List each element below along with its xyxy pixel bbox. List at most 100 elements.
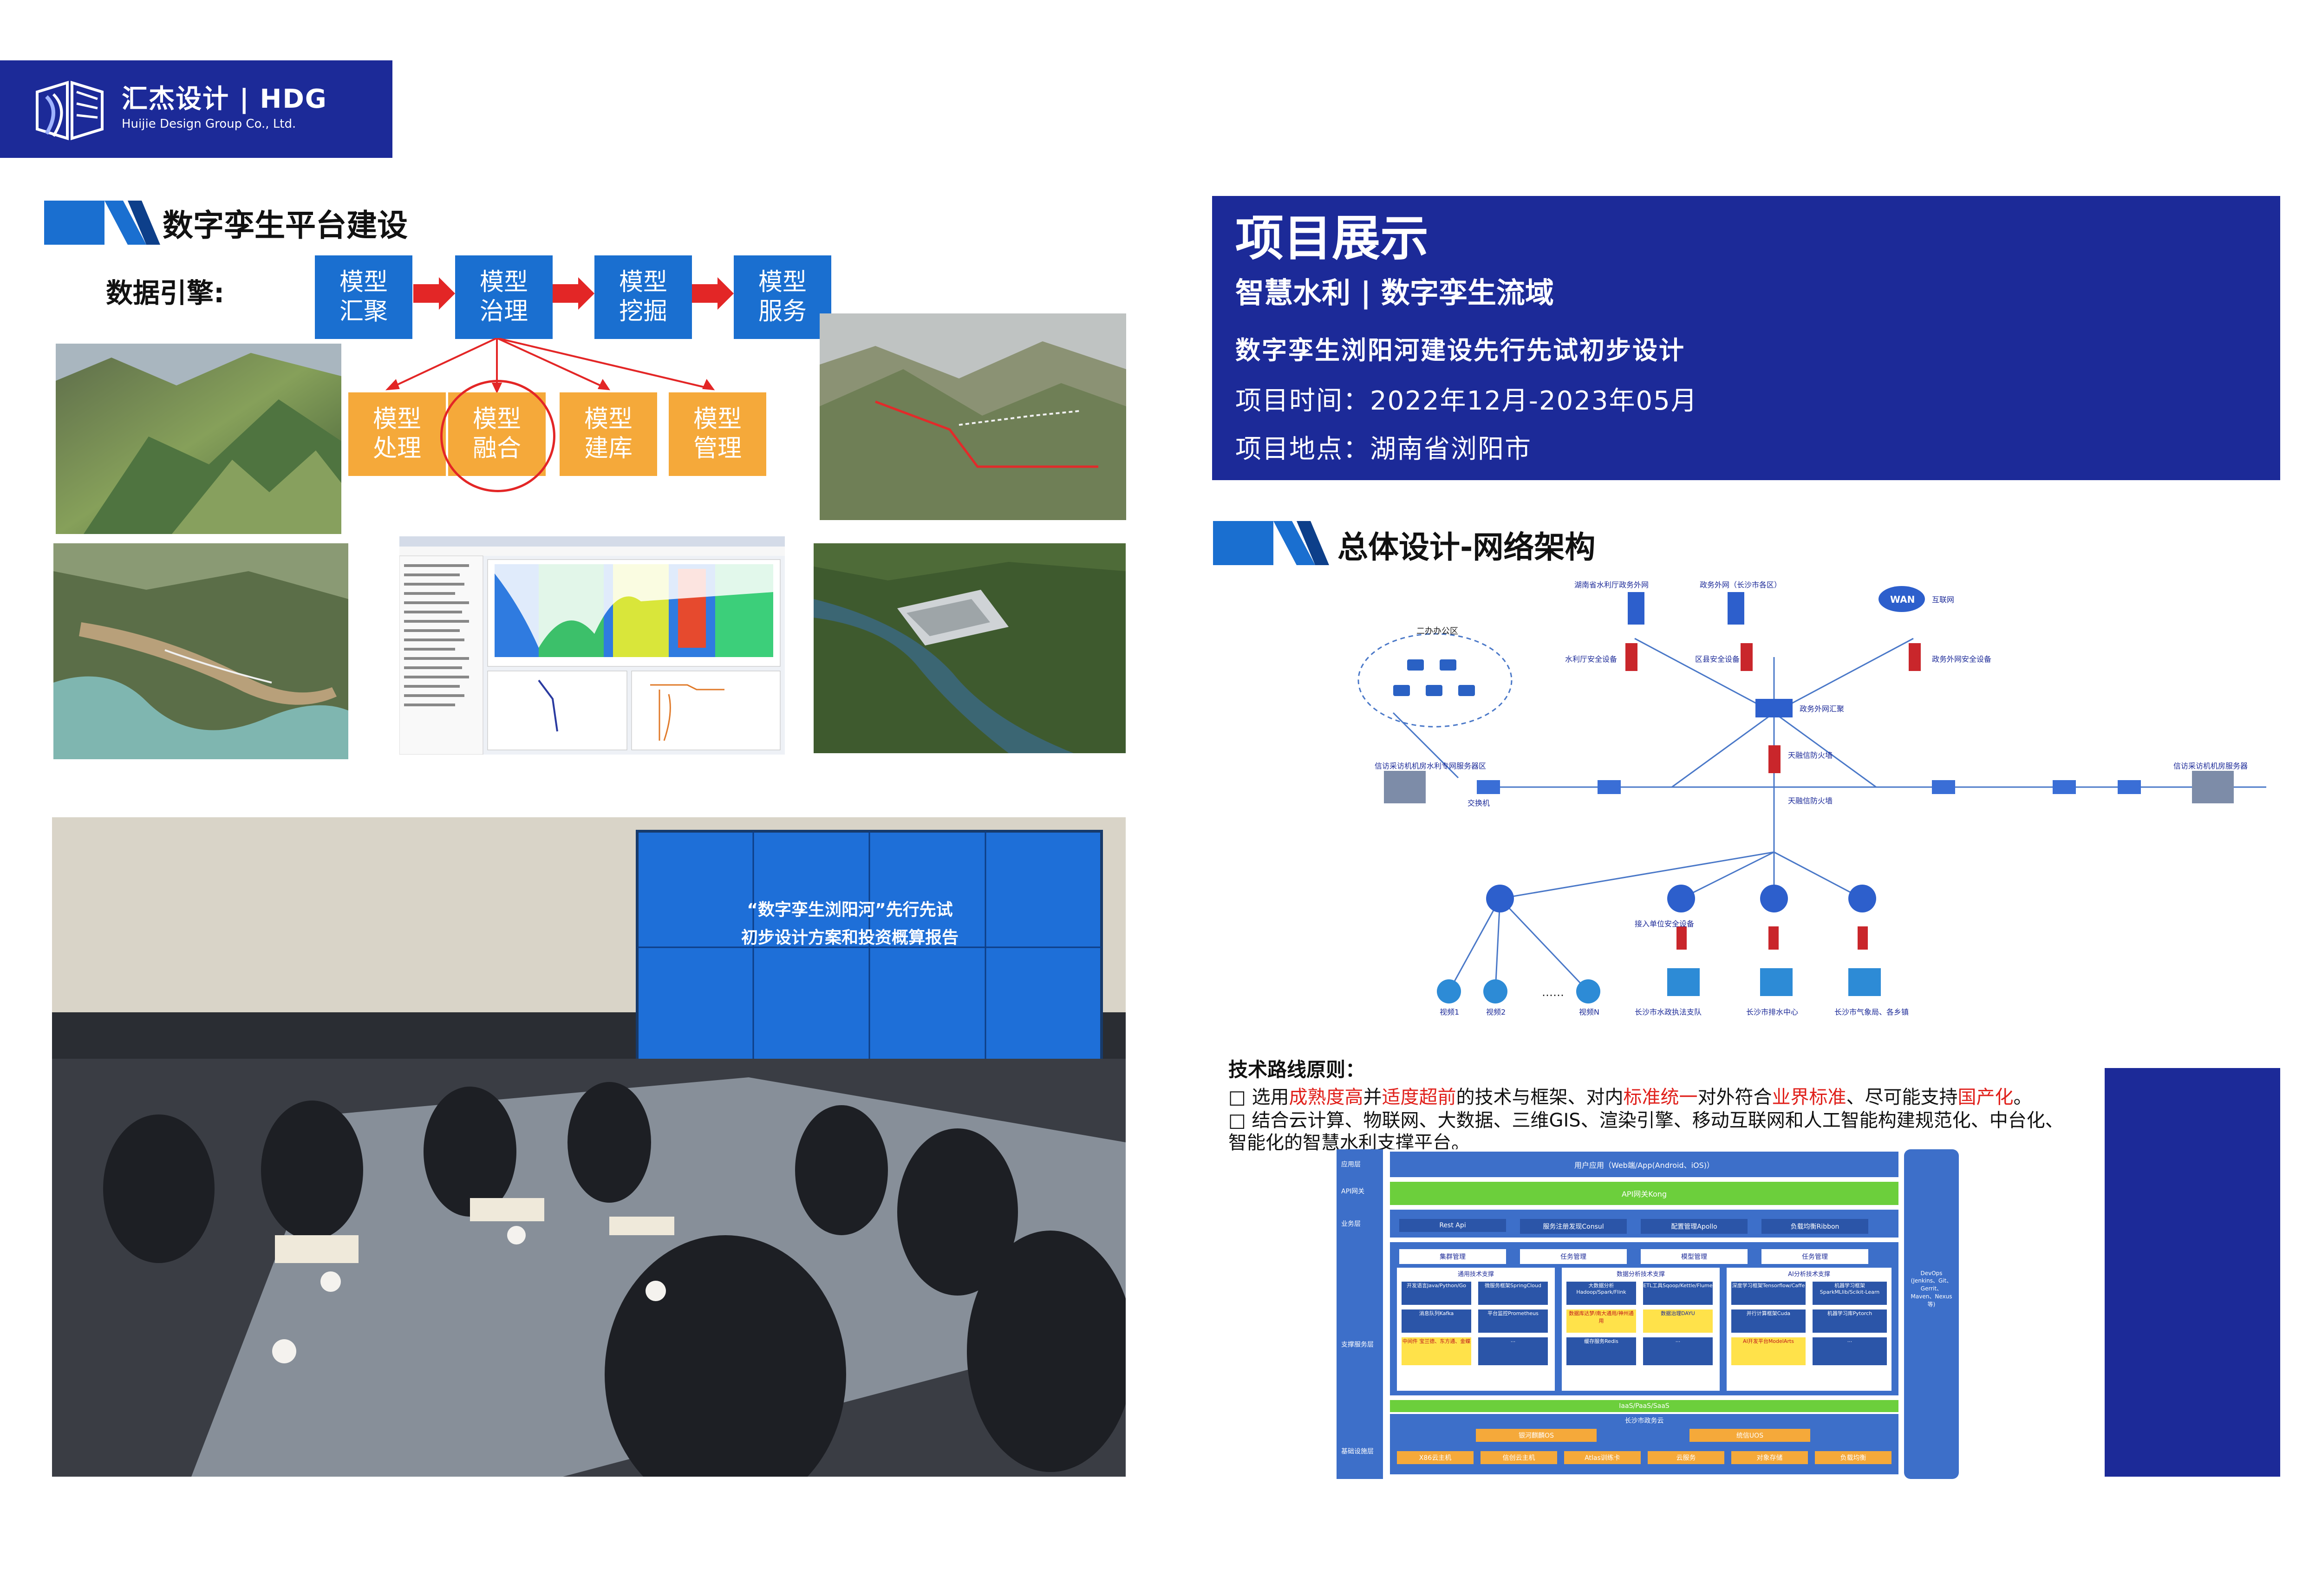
arch-os-1: 银河麒麟OS xyxy=(1476,1429,1597,1442)
highlight-circle xyxy=(440,380,555,492)
logo-banner xyxy=(0,60,392,158)
flow-box-aggregate: 模型 汇聚 xyxy=(315,255,412,339)
arch-left-column xyxy=(1337,1149,1383,1479)
label-sec1: 水利厅安全设备 xyxy=(1565,655,1617,664)
tech-route-heading: 技术路线原则： xyxy=(1228,1058,1365,1081)
arch-item: 机器学习框架SparkMLlib/Scikit-Learn xyxy=(1813,1282,1887,1305)
arch-group-ai-title: AI分析技术支撑 xyxy=(1788,1271,1830,1278)
arch-item: 微服务框架SpringCloud xyxy=(1478,1282,1548,1305)
svg-text:……: …… xyxy=(1542,986,1564,999)
arch-infra-1: X86云主机 xyxy=(1397,1451,1474,1464)
arrow-right-icon xyxy=(413,277,455,310)
arch-service-1: Rest Api xyxy=(1399,1219,1506,1232)
arch-infra-2: 信创云主机 xyxy=(1481,1451,1557,1464)
arch-item: 数据治理DAYU xyxy=(1643,1309,1713,1333)
section-marker-icon xyxy=(1213,521,1329,565)
flow-box-govern: 模型 治理 xyxy=(455,255,553,339)
network-architecture-diagram: 二办办公区 WAN …… 湖南省水利厅政务外网 政务外网（长沙市各区） 互联网 … xyxy=(1357,580,2266,1016)
arch-item: ... xyxy=(1813,1337,1887,1365)
engine-label: 数据引擎: xyxy=(106,277,225,309)
label-gov-changsha: 政务外网（长沙市各区） xyxy=(1700,580,1781,589)
arch-item: 消息队列Kafka xyxy=(1402,1309,1471,1333)
arch-group-data-title: 数据分析技术支撑 xyxy=(1616,1271,1665,1278)
section-title-digital-twin: 数字孪生平台建设 xyxy=(163,208,408,243)
section-marker-icon xyxy=(44,201,160,245)
label-hunan-gov: 湖南省水利厅政务外网 xyxy=(1574,580,1649,589)
arch-mgmt-1: 集群管理 xyxy=(1399,1249,1506,1264)
label-firewall2: 天融信防火墙 xyxy=(1788,796,1833,805)
label-cloud2: 长沙市排水中心 xyxy=(1746,1008,1798,1016)
flow-box-mine: 模型 挖掘 xyxy=(594,255,692,339)
arch-item: 大数据分析Hadoop/Spark/Flink xyxy=(1566,1282,1636,1305)
arch-label-infra: 基础设施层 xyxy=(1341,1448,1374,1455)
svg-text:WAN: WAN xyxy=(1890,594,1915,605)
meeting-photo xyxy=(52,817,1126,1477)
label-sec3: 政务外网安全设备 xyxy=(1932,655,1991,664)
arch-mgmt-3: 模型管理 xyxy=(1641,1249,1748,1264)
arch-mgmt-2: 任务管理 xyxy=(1520,1249,1627,1264)
terrain-image-4 xyxy=(814,543,1126,753)
arch-gov-cloud: 长沙市政务云 xyxy=(1624,1417,1664,1425)
arch-user-app: 用户应用（Web端/App(Android、iOS)） xyxy=(1390,1152,1898,1177)
decorative-side-bar xyxy=(2105,1068,2280,1477)
label-dc-left: 信访采访机机房水利专网服务器区 xyxy=(1375,762,1486,770)
logo-text: 汇杰设计 | HDG xyxy=(122,84,327,114)
arch-os-2: 统信UOS xyxy=(1689,1429,1810,1442)
arch-service-2: 服务注册发现Consul xyxy=(1520,1219,1627,1234)
arch-infra-5: 对象存储 xyxy=(1731,1451,1808,1464)
logo-mark-icon xyxy=(36,80,104,141)
project-panel xyxy=(1212,196,2280,480)
label-sec2: 区县安全设备 xyxy=(1695,655,1740,664)
arch-service-3: 配置管理Apollo xyxy=(1641,1219,1748,1234)
flow-box-manage: 模型 管理 xyxy=(669,392,766,476)
meeting-screen-line2: 初步设计方案和投资概算报告 xyxy=(741,928,959,947)
project-place: 项目地点：湖南省浏阳市 xyxy=(1235,434,1532,464)
label-gov-switch: 政务外网汇聚 xyxy=(1800,704,1844,713)
project-name: 数字孪生浏阳河建设先行先试初步设计 xyxy=(1235,336,1685,365)
label-internet: 互联网 xyxy=(1932,595,1954,604)
label-firewall1: 天融信防火墙 xyxy=(1788,751,1833,760)
arch-item: 中间件 宝兰德、东方通、金蝶 xyxy=(1402,1337,1471,1365)
label-video2: 视频2 xyxy=(1486,1008,1506,1016)
arch-label-api: API网关 xyxy=(1341,1188,1365,1195)
project-time: 项目时间：2022年12月-2023年05月 xyxy=(1235,386,1698,416)
section-title-network: 总体设计-网络架构 xyxy=(1337,529,1596,565)
arch-iaas: IaaS/PaaS/SaaS xyxy=(1390,1400,1898,1412)
flow-box-service: 模型 服务 xyxy=(734,255,831,339)
arch-label-support: 支撑服务层 xyxy=(1341,1341,1374,1348)
arch-item: AI开发平台ModelArts xyxy=(1731,1337,1806,1365)
arch-api-gateway: API网关Kong xyxy=(1390,1182,1898,1205)
terrain-image-1 xyxy=(56,344,341,534)
label-cloud1: 长沙市水政执法支队 xyxy=(1635,1008,1702,1016)
arch-devops: DevOps (Jenkins、Git、Gerrit、Maven、Nexus等) xyxy=(1911,1270,1952,1308)
arch-item: 平台监控Prometheus xyxy=(1478,1309,1548,1333)
tech-route-line1: □ 选用成熟度高并适度超前的技术与框架、对内标准统一对外符合业界标准、尽可能支持… xyxy=(1228,1087,2032,1108)
arch-label-app: 应用层 xyxy=(1341,1161,1361,1168)
arch-infra-6: 负载均衡 xyxy=(1815,1451,1892,1464)
terrain-image-2 xyxy=(820,313,1126,520)
arrow-right-icon xyxy=(692,277,734,310)
tech-route-line2: □ 结合云计算、物联网、大数据、三维GIS、渲染引擎、移动互联网和人工智能构建规… xyxy=(1228,1110,2064,1131)
arch-infra-4: 云服务 xyxy=(1648,1451,1724,1464)
arch-item: ETL工具Sqoop/Kettle/Flume xyxy=(1643,1282,1713,1305)
arch-group-general-title: 通用技术支撑 xyxy=(1457,1271,1494,1278)
analysis-software-screenshot xyxy=(399,536,785,755)
arch-label-biz: 业务层 xyxy=(1341,1220,1361,1228)
arch-devops-column xyxy=(1904,1149,1959,1479)
arch-cloud-area xyxy=(1390,1414,1898,1474)
label-video1: 视频1 xyxy=(1440,1008,1459,1016)
arch-item: 开发语言Java/Python/Go xyxy=(1402,1282,1471,1305)
project-title: 项目展示 xyxy=(1235,210,1429,267)
arch-item: 并行计算框架Cuda xyxy=(1731,1309,1806,1333)
meeting-screen-line1: “数字孪生浏阳河”先行先试 xyxy=(747,900,953,919)
logo-english: Huijie Design Group Co., Ltd. xyxy=(122,117,296,131)
arch-item: ... xyxy=(1643,1337,1713,1365)
arch-service-4: 负载均衡Ribbon xyxy=(1761,1219,1868,1234)
label-dc-right: 信访采访机机房服务器 xyxy=(2173,762,2248,770)
label-ins-sec: 接入单位安全设备 xyxy=(1635,919,1694,928)
platform-architecture-diagram: 应用层 API网关 业务层 支撑服务层 基础设施层 用户应用（Web端/App(… xyxy=(1337,1149,1968,1479)
flow-box-library: 模型 建库 xyxy=(560,392,657,476)
label-switch: 交换机 xyxy=(1468,799,1490,808)
flow-box-process: 模型 处理 xyxy=(348,392,446,476)
arrow-right-icon xyxy=(553,277,594,310)
